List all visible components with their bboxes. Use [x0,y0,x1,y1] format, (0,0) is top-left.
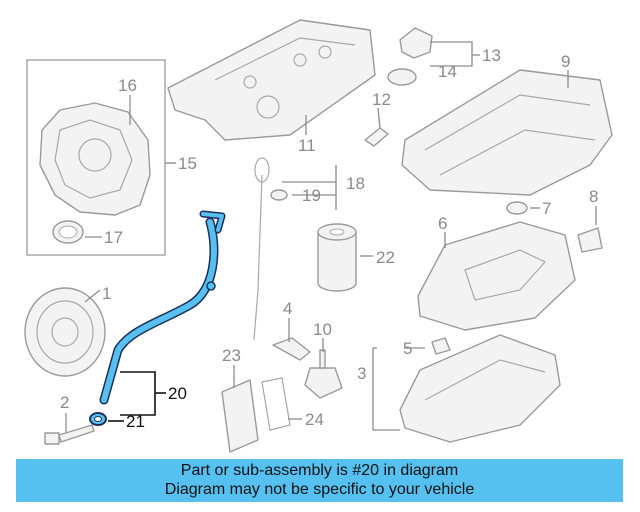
timing-cover-frame [26,59,166,256]
callout-7: 7 [542,199,551,218]
part-23-oil-cooler [221,379,259,453]
parts-diagram: 16 15 17 1 2 11 12 13 14 9 18 19 7 8 6 2… [24,19,613,453]
callout-17: 17 [104,228,123,247]
callout-21: 21 [126,412,145,431]
callout-23: 23 [222,346,241,365]
callout-3: 3 [357,364,366,383]
part-22-oil-filter [317,223,357,292]
part-6-pan-upper [417,221,576,331]
part-11-valve-cover [167,19,376,141]
callout-12: 12 [372,90,391,109]
callout-9: 9 [561,52,570,71]
banner-line-1: Part or sub-assembly is #20 in diagram [180,462,459,479]
callout-6: 6 [438,214,447,233]
info-banner: Part or sub-assembly is #20 in diagram D… [16,459,623,502]
callout-2: 2 [60,393,69,412]
part-4-bracket [272,337,311,361]
part-10-sensor [304,349,343,399]
callout-1: 1 [102,284,111,303]
callout-4: 4 [283,299,292,318]
callout-14: 14 [438,62,457,81]
callout-11: 11 [298,136,316,155]
part-8-cap [577,227,603,253]
part-16-timing-cover [39,102,151,216]
part-2-bolt [44,424,95,445]
callout-16: 16 [118,76,137,95]
part-3-oil-pan [399,334,561,443]
part-18-dipstick [253,174,263,341]
callout-13: 13 [482,46,501,65]
callout-22: 22 [376,248,395,267]
leader-lines [65,41,597,432]
part-7-plug [506,201,528,215]
part-19-o-ring [270,189,288,201]
part-5-plug [431,337,451,355]
callout-5: 5 [403,339,412,358]
part-12-sensor [364,127,389,147]
part-13-cap [399,27,433,59]
callout-20: 20 [168,384,187,403]
callout-10: 10 [313,320,332,339]
part-20-dipstick-tube [99,210,226,405]
part-14-seal [387,68,417,86]
callout-8: 8 [589,187,598,206]
callout-19: 19 [302,186,321,205]
callout-24: 24 [305,410,324,429]
callout-15: 15 [178,154,197,173]
banner-line-2: Diagram may not be specific to your vehi… [164,481,475,498]
callout-18: 18 [346,174,365,193]
part-24-gasket [261,377,291,431]
part-9-upper-section [401,69,613,196]
